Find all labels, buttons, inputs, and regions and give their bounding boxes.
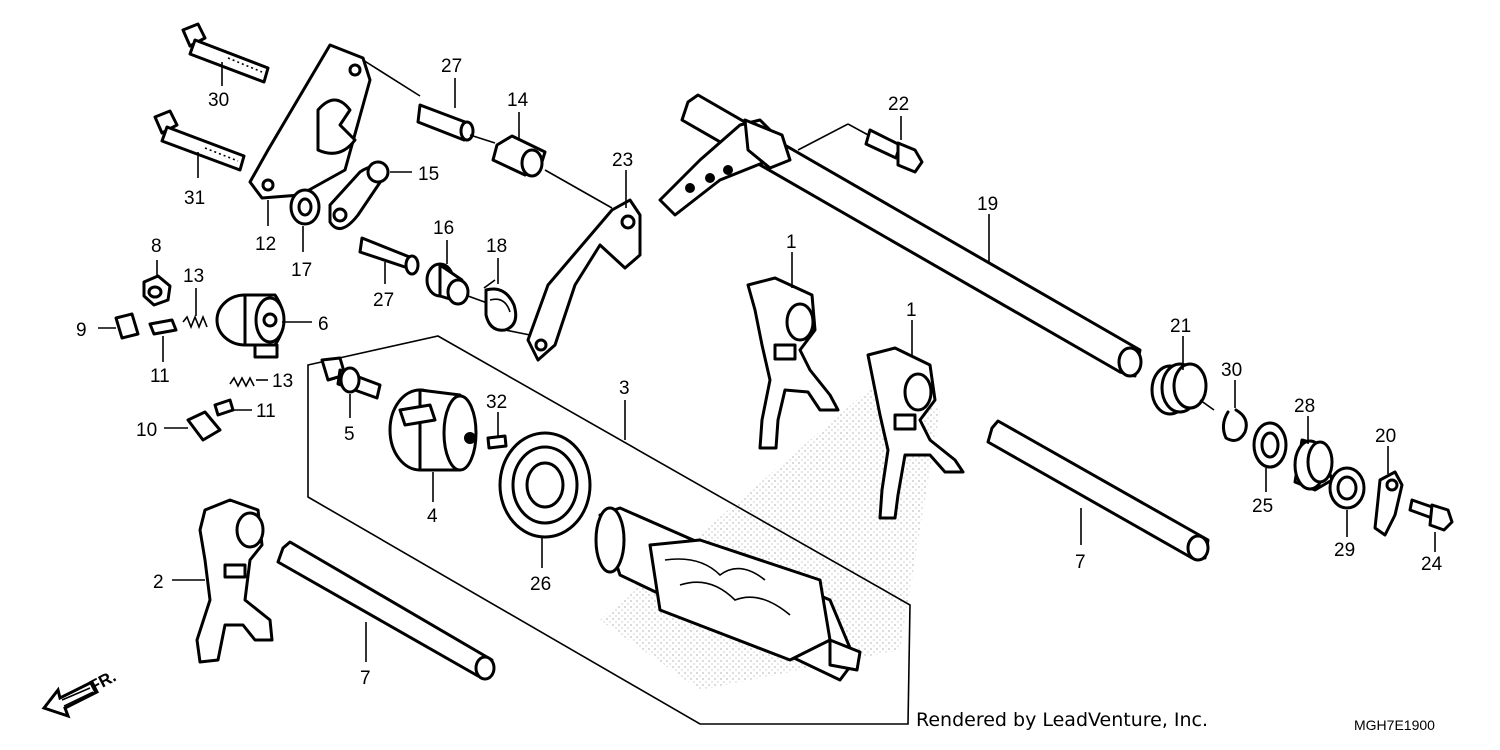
drum-assembly-box xyxy=(307,335,911,725)
shift-spindle-19[interactable] xyxy=(658,93,1143,378)
callout-16[interactable]: 16 xyxy=(433,218,454,239)
return-spring-21[interactable] xyxy=(1150,362,1215,416)
block-9[interactable] xyxy=(114,312,140,340)
callout-1-upper[interactable]: 1 xyxy=(786,232,797,253)
shift-fork-1-lower[interactable] xyxy=(866,346,965,520)
oil-seal-29[interactable] xyxy=(1328,466,1366,510)
bolt-22[interactable] xyxy=(864,128,924,174)
callout-22[interactable]: 22 xyxy=(888,94,909,115)
callout-30[interactable]: 30 xyxy=(1221,360,1242,381)
callout-32[interactable]: 32 xyxy=(486,392,507,413)
bearing-26[interactable] xyxy=(498,431,592,539)
shift-fork-1-upper[interactable] xyxy=(746,276,840,450)
callout-10[interactable]: 10 xyxy=(136,420,157,441)
bolt-5[interactable] xyxy=(320,356,382,400)
stopper-20[interactable] xyxy=(1373,470,1404,537)
front-direction-arrow: FR. xyxy=(41,667,119,719)
callout-2[interactable]: 2 xyxy=(153,572,164,593)
pin-27-upper[interactable] xyxy=(362,59,496,144)
shift-drum-center-4[interactable] xyxy=(388,388,478,472)
callout-13-lower[interactable]: 13 xyxy=(272,371,293,392)
pin-27-lower[interactable] xyxy=(358,236,420,276)
washer-25[interactable] xyxy=(1252,421,1288,469)
stopper-plate-12[interactable] xyxy=(248,43,372,200)
callout-23[interactable]: 23 xyxy=(612,150,633,171)
callout-18[interactable]: 18 xyxy=(486,236,507,257)
callout-26[interactable]: 26 xyxy=(530,574,551,595)
shift-fork-2[interactable] xyxy=(195,498,274,664)
callout-17[interactable]: 17 xyxy=(291,260,312,281)
callout-4[interactable]: 4 xyxy=(427,506,438,527)
callout-31-lower[interactable]: 31 xyxy=(184,188,205,209)
credit-text: Rendered by LeadVenture, Inc. xyxy=(916,709,1209,731)
callout-12[interactable]: 12 xyxy=(255,234,276,255)
callout-19[interactable]: 19 xyxy=(977,194,998,215)
callout-31-upper[interactable]: 30 xyxy=(208,90,229,111)
callout-7-right[interactable]: 7 xyxy=(1075,552,1086,573)
callout-9[interactable]: 9 xyxy=(76,320,87,341)
callout-29[interactable]: 29 xyxy=(1334,540,1355,561)
spring-13-upper[interactable] xyxy=(182,314,208,330)
callout-8[interactable]: 8 xyxy=(151,236,162,257)
callout-6[interactable]: 6 xyxy=(318,314,329,335)
callout-7-left[interactable]: 7 xyxy=(360,668,371,689)
needle-bearing-28[interactable] xyxy=(1293,438,1334,492)
callout-14[interactable]: 14 xyxy=(507,90,529,111)
collar-14[interactable] xyxy=(491,134,613,209)
shift-arm-23[interactable] xyxy=(526,198,642,362)
drum-center-6[interactable] xyxy=(215,293,286,359)
callout-13-upper[interactable]: 13 xyxy=(183,266,204,287)
roller-16[interactable] xyxy=(425,262,491,306)
fork-shaft-7-left[interactable] xyxy=(276,540,496,681)
callout-3[interactable]: 3 xyxy=(619,378,630,399)
pin-11-upper[interactable] xyxy=(148,318,178,336)
plate-10[interactable] xyxy=(186,410,222,442)
callout-11-lower[interactable]: 11 xyxy=(256,401,276,422)
callout-28[interactable]: 28 xyxy=(1294,396,1315,417)
diagram-code: MGH7E1900 xyxy=(1354,717,1435,733)
pin-32[interactable] xyxy=(486,434,508,450)
shift-drum-3[interactable] xyxy=(594,506,862,682)
bolt-31-upper[interactable] xyxy=(181,22,270,84)
callout-24[interactable]: 24 xyxy=(1421,554,1443,575)
stopper-arm-15[interactable] xyxy=(328,160,390,231)
callout-5[interactable]: 5 xyxy=(344,424,355,445)
callout-1-lower[interactable]: 1 xyxy=(906,300,917,321)
circlip-30[interactable] xyxy=(1221,408,1248,442)
nut-8[interactable] xyxy=(142,274,172,307)
spring-18[interactable] xyxy=(483,279,531,336)
callout-20[interactable]: 20 xyxy=(1375,426,1396,447)
callout-27-upper[interactable]: 27 xyxy=(441,56,462,77)
callout-27-lower[interactable]: 27 xyxy=(373,290,394,311)
fork-shaft-7-right[interactable] xyxy=(986,419,1210,562)
spring-13-lower[interactable] xyxy=(229,376,255,388)
pin-11-lower[interactable] xyxy=(213,398,235,417)
bolt-24[interactable] xyxy=(1408,498,1454,532)
collar-17[interactable] xyxy=(289,188,321,226)
bolt-31-lower[interactable] xyxy=(153,109,246,172)
callout-11-upper[interactable]: 11 xyxy=(150,366,170,387)
callout-25[interactable]: 25 xyxy=(1252,496,1273,517)
callout-15[interactable]: 15 xyxy=(418,164,439,185)
callout-21[interactable]: 21 xyxy=(1170,316,1191,337)
